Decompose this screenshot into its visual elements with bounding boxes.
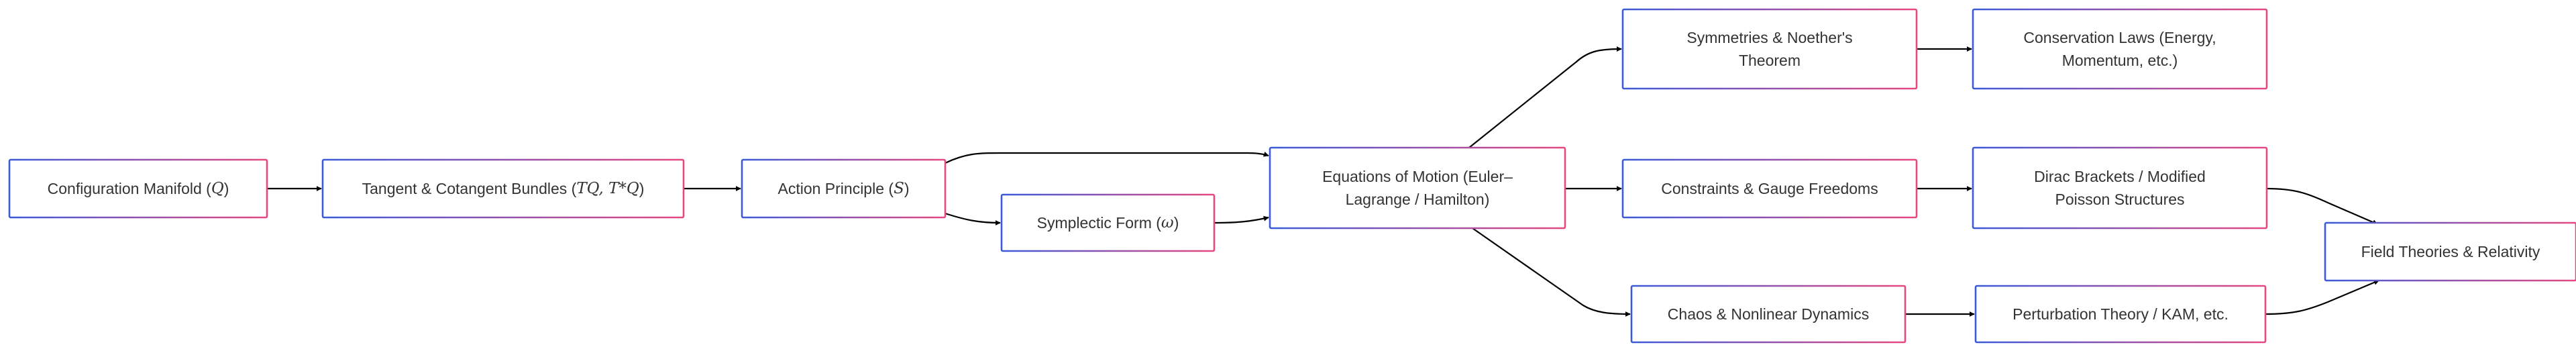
- node-box-config: [8, 158, 268, 219]
- node-symplectic: Symplectic Form (ω): [1000, 193, 1216, 252]
- label-text: Equations of Motion (Euler–: [1322, 168, 1513, 185]
- node-label-symplectic-line-1: Symplectic Form (ω): [1037, 214, 1179, 232]
- label-text: Theorem: [1739, 52, 1801, 69]
- node-tangent: Tangent & Cotangent Bundles (TQ, T*Q): [321, 158, 685, 219]
- node-label-dirac-line-2: Poisson Structures: [2055, 191, 2184, 208]
- label-text: Conservation Laws (Energy,: [2023, 29, 2216, 46]
- math-symbol: S: [894, 180, 904, 197]
- node-box-field: [2324, 221, 2576, 282]
- math-symbol: TQ, T*Q: [576, 180, 639, 197]
- label-text: ): [1174, 214, 1179, 232]
- label-text: Constraints & Gauge Freedoms: [1661, 180, 1878, 197]
- label-text: Dirac Brackets / Modified: [2034, 168, 2206, 185]
- node-label-constraints-line-1: Constraints & Gauge Freedoms: [1661, 180, 1878, 197]
- label-text: Poisson Structures: [2055, 191, 2184, 208]
- label-text: Chaos & Nonlinear Dynamics: [1668, 305, 1869, 323]
- node-label-dirac-line-1: Dirac Brackets / Modified: [2034, 168, 2206, 185]
- label-text: Field Theories & Relativity: [2361, 243, 2540, 260]
- node-box-symmetries: [1621, 8, 1918, 90]
- label-text: Lagrange / Hamilton): [1346, 191, 1490, 208]
- node-perturbation: Perturbation Theory / KAM, etc.: [1974, 285, 2267, 344]
- label-text: Symmetries & Noether's: [1686, 29, 1852, 46]
- node-label-tangent-line-1: Tangent & Cotangent Bundles (TQ, T*Q): [362, 180, 645, 197]
- math-symbol: ω: [1161, 214, 1174, 232]
- nodes-layer: Configuration Manifold (Q)Tangent & Cota…: [8, 8, 2576, 344]
- node-box-eom: [1269, 146, 1566, 230]
- label-text: Configuration Manifold (: [48, 180, 212, 197]
- node-label-config-line-1: Configuration Manifold (Q): [48, 180, 229, 197]
- edge-symplectic-to-eom: [1214, 215, 1269, 224]
- node-label-chaos-line-1: Chaos & Nonlinear Dynamics: [1668, 305, 1869, 323]
- node-box-dirac: [1972, 146, 2268, 230]
- edge-eom-to-chaos: [1472, 228, 1631, 317]
- edge-action-to-symplectic: [945, 212, 1001, 225]
- node-action: Action Principle (S): [741, 158, 947, 219]
- label-text: Action Principle (: [777, 180, 894, 197]
- node-label-field-line-1: Field Theories & Relativity: [2361, 243, 2540, 260]
- label-text: Symplectic Form (: [1037, 214, 1162, 232]
- node-box-constraints: [1621, 158, 1918, 219]
- node-field: Field Theories & Relativity: [2324, 221, 2576, 282]
- node-label-perturbation-line-1: Perturbation Theory / KAM, etc.: [2012, 305, 2229, 323]
- label-text: Momentum, etc.): [2062, 52, 2178, 69]
- label-text: Tangent & Cotangent Bundles (: [362, 180, 577, 197]
- node-box-action: [741, 158, 947, 219]
- node-box-chaos: [1630, 285, 1907, 344]
- node-config: Configuration Manifold (Q): [8, 158, 268, 219]
- node-label-eom-line-1: Equations of Motion (Euler–: [1322, 168, 1513, 185]
- label-text: ): [639, 180, 645, 197]
- node-box-conservation: [1972, 8, 2268, 90]
- node-label-conservation-line-1: Conservation Laws (Energy,: [2023, 29, 2216, 46]
- edge-perturbation-to-field: [2265, 279, 2379, 315]
- node-eom: Equations of Motion (Euler– Lagrange / Ha…: [1269, 146, 1566, 230]
- label-text: ): [904, 180, 910, 197]
- node-box-perturbation: [1974, 285, 2267, 344]
- edge-dirac-to-field: [2266, 187, 2378, 225]
- node-label-eom-line-2: Lagrange / Hamilton): [1346, 191, 1490, 208]
- node-label-action-line-1: Action Principle (S): [777, 180, 909, 197]
- edge-action-to-eom: [945, 151, 1269, 164]
- node-box-symplectic: [1000, 193, 1216, 252]
- node-label-symmetries-line-1: Symmetries & Noether's: [1686, 29, 1852, 46]
- node-box-tangent: [321, 158, 685, 219]
- node-label-conservation-line-2: Momentum, etc.): [2062, 52, 2178, 69]
- label-text: Perturbation Theory / KAM, etc.: [2012, 305, 2229, 323]
- edges-layer: [267, 46, 2379, 317]
- node-constraints: Constraints & Gauge Freedoms: [1621, 158, 1918, 219]
- node-label-symmetries-line-2: Theorem: [1739, 52, 1801, 69]
- edge-eom-to-symmetries: [1468, 46, 1622, 148]
- label-text: ): [224, 180, 229, 197]
- math-symbol: Q: [211, 180, 224, 197]
- node-chaos: Chaos & Nonlinear Dynamics: [1630, 285, 1907, 344]
- node-conservation: Conservation Laws (Energy, Momentum, etc.…: [1972, 8, 2268, 90]
